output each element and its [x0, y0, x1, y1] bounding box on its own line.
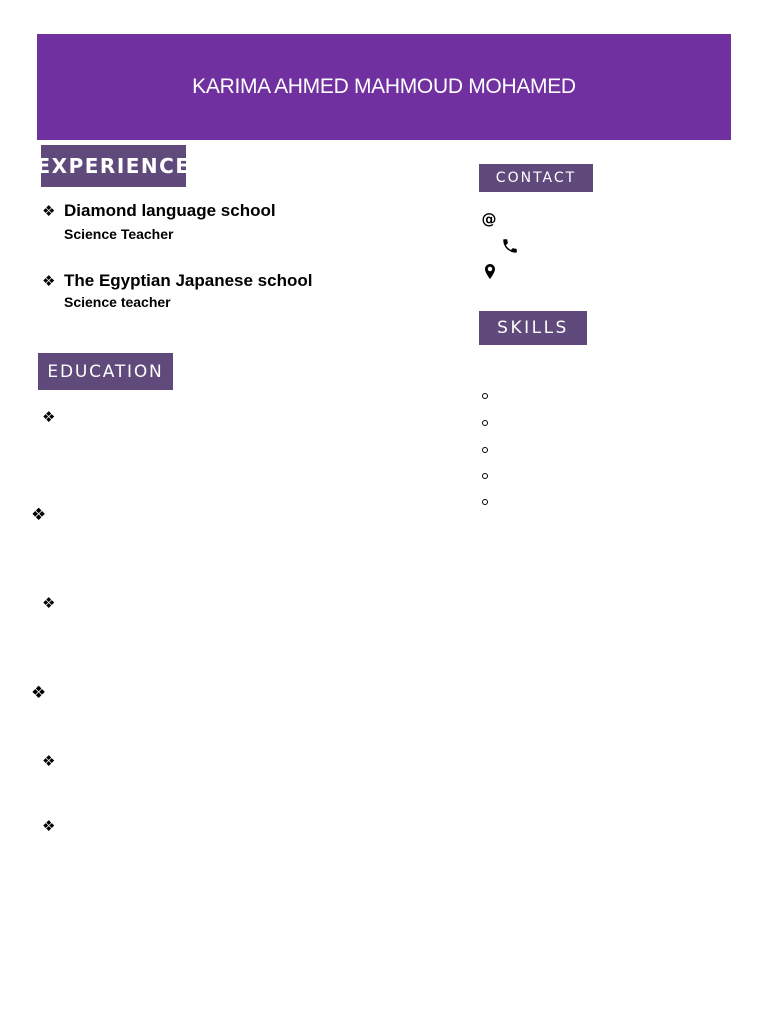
education-bullet-icon: ❖: [31, 683, 47, 703]
education-heading: EDUCATION: [38, 353, 173, 390]
phone-icon: [500, 236, 520, 256]
candidate-name: KARIMA AHMED MAHMOUD MOHAMED: [192, 75, 576, 98]
skill-bullet-icon: [482, 473, 488, 479]
at-sign-icon: @: [481, 209, 497, 228]
skill-bullet-icon: [482, 420, 488, 426]
education-bullet-icon: ❖: [42, 594, 56, 612]
education-bullet-icon: ❖: [31, 505, 47, 525]
experience-bullet-icon: ❖: [42, 202, 56, 220]
experience-bullet-icon: ❖: [42, 272, 56, 290]
location-pin-icon: [483, 263, 497, 279]
header-band: KARIMA AHMED MAHMOUD MOHAMED: [37, 34, 731, 140]
contact-heading: CONTACT: [479, 164, 593, 192]
skill-bullet-icon: [482, 393, 488, 399]
experience-role: Science teacher: [64, 294, 171, 310]
skills-heading: SKILLS: [479, 311, 587, 345]
education-bullet-icon: ❖: [42, 752, 56, 770]
skill-bullet-icon: [482, 499, 488, 505]
education-bullet-icon: ❖: [42, 408, 56, 426]
education-bullet-icon: ❖: [42, 817, 56, 835]
experience-heading: EXPERIENCE: [37, 145, 189, 187]
experience-title: The Egyptian Japanese school: [64, 271, 313, 290]
experience-role: Science Teacher: [64, 226, 174, 242]
skill-bullet-icon: [482, 447, 488, 453]
experience-title: Diamond language school: [64, 201, 276, 220]
